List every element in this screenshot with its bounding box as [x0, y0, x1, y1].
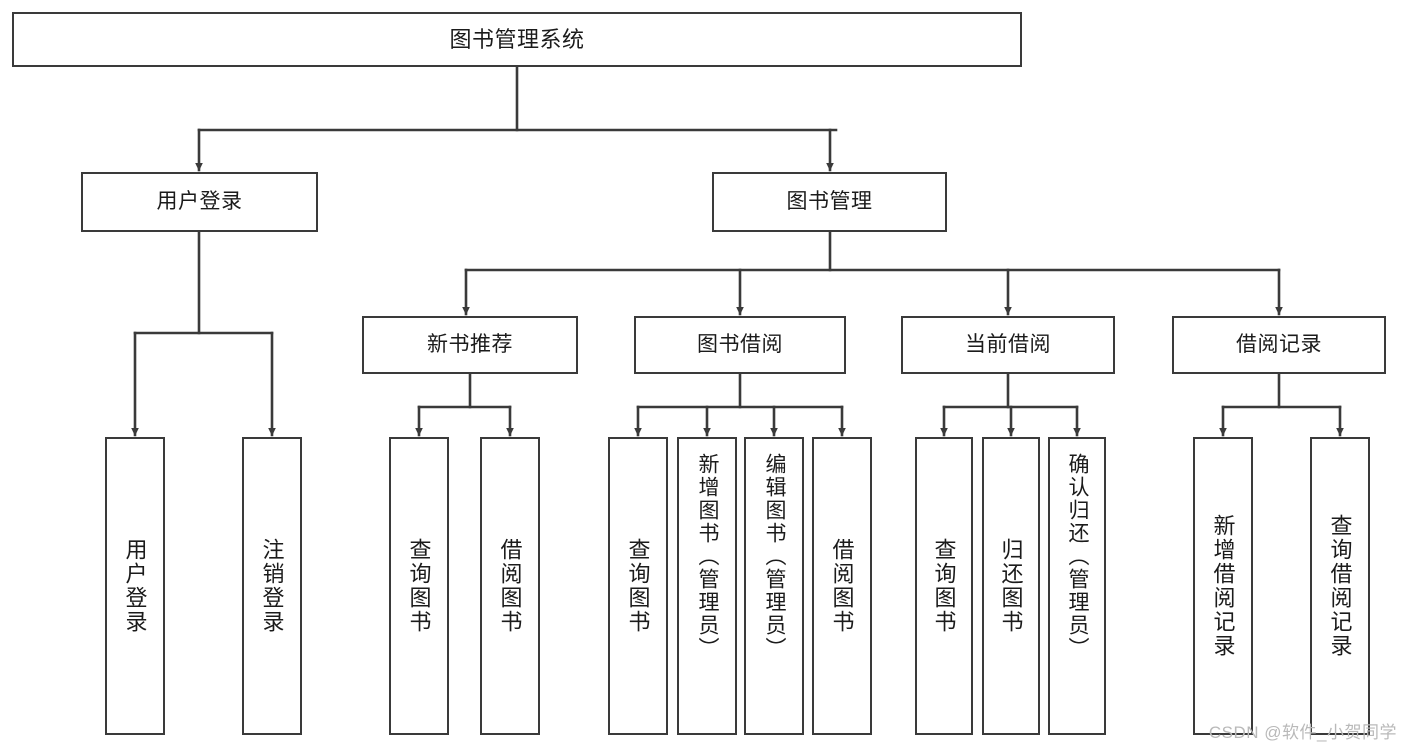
- leaf-query-borrow-record[interactable]: 查询借阅记录: [1310, 437, 1370, 735]
- leaf-edit-book-admin[interactable]: 编辑图书（管理员）: [744, 437, 804, 735]
- node-label: 图书管理系统: [449, 26, 585, 52]
- node-label: 用户登录: [156, 189, 243, 213]
- node-label: 查询图书: [625, 538, 651, 634]
- node-label: 用户登录: [122, 538, 148, 634]
- node-label: 新书推荐: [427, 332, 513, 356]
- leaf-return-book[interactable]: 归还图书: [982, 437, 1040, 735]
- node-user-login[interactable]: 用户登录: [81, 172, 318, 232]
- watermark-text: CSDN @软件_小贺同学: [1208, 723, 1397, 742]
- leaf-add-book-admin[interactable]: 新增图书（管理员）: [677, 437, 737, 735]
- node-label: 新增借阅记录: [1210, 514, 1236, 658]
- leaf-logout[interactable]: 注销登录: [242, 437, 302, 735]
- node-label: 编辑图书（管理员）: [763, 453, 787, 660]
- node-label: 借阅图书: [829, 538, 855, 634]
- node-label: 图书借阅: [697, 332, 783, 356]
- node-label: 查询图书: [931, 538, 957, 634]
- node-new-book-recommendation[interactable]: 新书推荐: [362, 316, 578, 374]
- node-current-borrowing[interactable]: 当前借阅: [901, 316, 1115, 374]
- node-book-management[interactable]: 图书管理: [712, 172, 947, 232]
- node-label: 查询借阅记录: [1327, 514, 1353, 658]
- node-label: 借阅记录: [1236, 332, 1322, 356]
- leaf-borrow-book-borrowing[interactable]: 借阅图书: [812, 437, 872, 735]
- leaf-confirm-return-admin[interactable]: 确认归还（管理员）: [1048, 437, 1106, 735]
- node-label: 查询图书: [406, 538, 432, 634]
- node-book-borrowing[interactable]: 图书借阅: [634, 316, 846, 374]
- node-label: 新增图书（管理员）: [696, 453, 720, 660]
- node-label: 归还图书: [998, 538, 1024, 634]
- node-label: 注销登录: [259, 538, 285, 634]
- leaf-add-borrow-record[interactable]: 新增借阅记录: [1193, 437, 1253, 735]
- node-label: 借阅图书: [497, 538, 523, 634]
- leaf-query-book-recommendation[interactable]: 查询图书: [389, 437, 449, 735]
- leaf-borrow-book-recommendation[interactable]: 借阅图书: [480, 437, 540, 735]
- leaf-user-login[interactable]: 用户登录: [105, 437, 165, 735]
- leaf-query-book-borrowing[interactable]: 查询图书: [608, 437, 668, 735]
- node-label: 当前借阅: [965, 332, 1051, 356]
- node-label: 图书管理: [786, 189, 873, 213]
- node-borrowing-record[interactable]: 借阅记录: [1172, 316, 1386, 374]
- node-label: 确认归还（管理员）: [1066, 453, 1090, 660]
- node-root-book-management-system[interactable]: 图书管理系统: [12, 12, 1022, 67]
- leaf-query-book-current[interactable]: 查询图书: [915, 437, 973, 735]
